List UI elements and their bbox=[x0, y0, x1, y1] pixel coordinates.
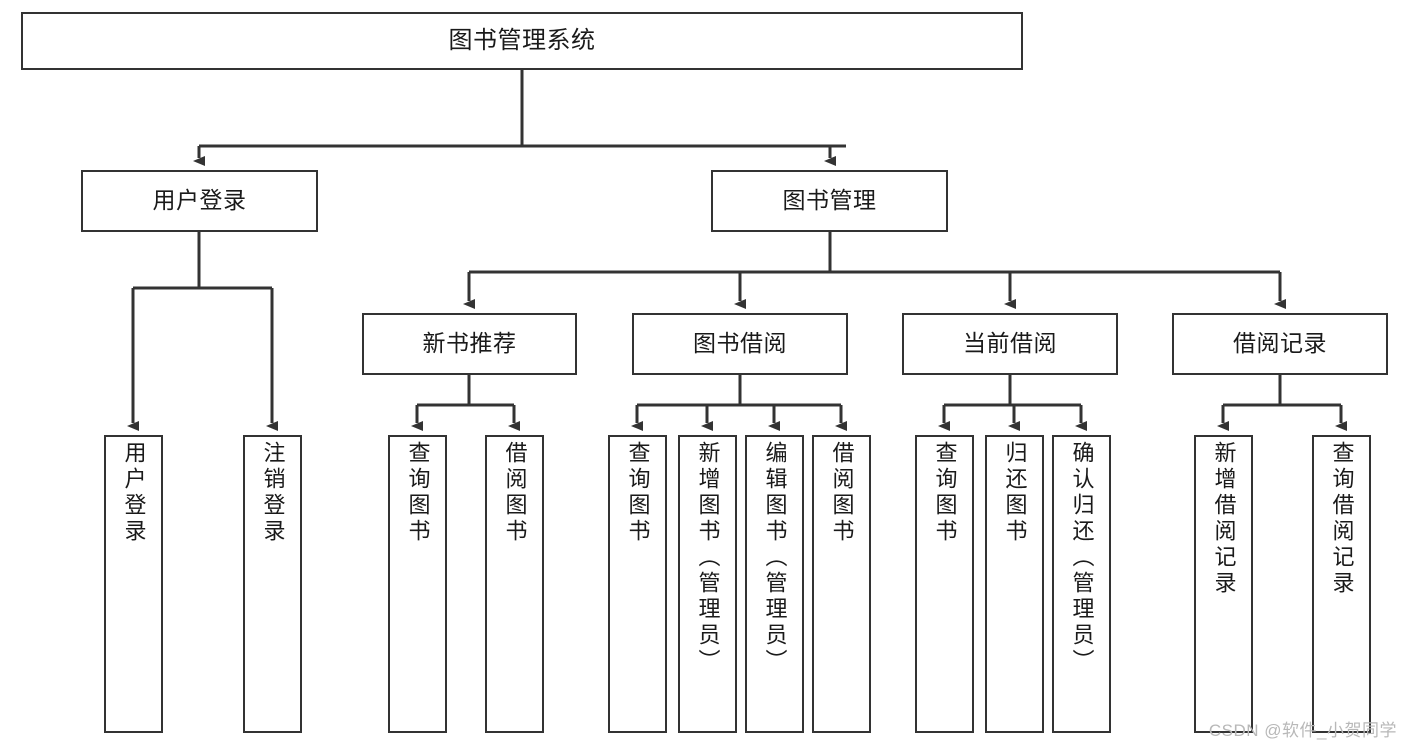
node-borrow-record-label: 借阅记录 bbox=[1233, 330, 1327, 357]
node-user-login-label: 用户登录 bbox=[152, 187, 247, 214]
node-leaf-borrow-book-2-label: 借阅图书 bbox=[829, 441, 855, 545]
node-current-borrow-label: 当前借阅 bbox=[963, 330, 1057, 357]
node-leaf-confirm-return[interactable]: 确认归还（管理员） bbox=[1052, 435, 1111, 733]
node-book-borrow-label: 图书借阅 bbox=[693, 330, 787, 357]
node-leaf-borrow-book-1-label: 借阅图书 bbox=[502, 441, 528, 545]
node-leaf-query-book-1[interactable]: 查询图书 bbox=[388, 435, 447, 733]
node-leaf-borrow-book-2[interactable]: 借阅图书 bbox=[812, 435, 871, 733]
node-leaf-user-login-label: 用户登录 bbox=[121, 441, 147, 545]
node-new-book-recommend[interactable]: 新书推荐 bbox=[362, 313, 577, 375]
node-book-manage[interactable]: 图书管理 bbox=[711, 170, 948, 232]
node-leaf-query-book-2-label: 查询图书 bbox=[625, 441, 651, 545]
node-current-borrow[interactable]: 当前借阅 bbox=[902, 313, 1118, 375]
node-leaf-user-login[interactable]: 用户登录 bbox=[104, 435, 163, 733]
node-leaf-query-book-3[interactable]: 查询图书 bbox=[915, 435, 974, 733]
node-leaf-edit-book-label: 编辑图书（管理员） bbox=[762, 441, 788, 675]
node-book-borrow[interactable]: 图书借阅 bbox=[632, 313, 848, 375]
node-leaf-logout-login[interactable]: 注销登录 bbox=[243, 435, 302, 733]
node-user-login[interactable]: 用户登录 bbox=[81, 170, 318, 232]
node-leaf-add-record[interactable]: 新增借阅记录 bbox=[1194, 435, 1253, 733]
node-leaf-confirm-return-label: 确认归还（管理员） bbox=[1069, 441, 1095, 675]
node-root[interactable]: 图书管理系统 bbox=[21, 12, 1023, 70]
node-leaf-query-record-label: 查询借阅记录 bbox=[1329, 441, 1355, 597]
node-leaf-query-book-1-label: 查询图书 bbox=[405, 441, 431, 545]
node-leaf-add-record-label: 新增借阅记录 bbox=[1211, 441, 1237, 597]
node-leaf-edit-book[interactable]: 编辑图书（管理员） bbox=[745, 435, 804, 733]
node-root-label: 图书管理系统 bbox=[448, 26, 596, 54]
node-new-book-recommend-label: 新书推荐 bbox=[422, 330, 517, 357]
node-leaf-add-book-label: 新增图书（管理员） bbox=[695, 441, 721, 675]
node-leaf-query-book-2[interactable]: 查询图书 bbox=[608, 435, 667, 733]
node-leaf-return-book-label: 归还图书 bbox=[1002, 441, 1028, 545]
node-leaf-return-book[interactable]: 归还图书 bbox=[985, 435, 1044, 733]
node-leaf-add-book[interactable]: 新增图书（管理员） bbox=[678, 435, 737, 733]
node-book-manage-label: 图书管理 bbox=[782, 187, 877, 214]
node-borrow-record[interactable]: 借阅记录 bbox=[1172, 313, 1388, 375]
node-leaf-logout-login-label: 注销登录 bbox=[260, 441, 286, 545]
node-leaf-borrow-book-1[interactable]: 借阅图书 bbox=[485, 435, 544, 733]
node-leaf-query-record[interactable]: 查询借阅记录 bbox=[1312, 435, 1371, 733]
node-leaf-query-book-3-label: 查询图书 bbox=[932, 441, 958, 545]
